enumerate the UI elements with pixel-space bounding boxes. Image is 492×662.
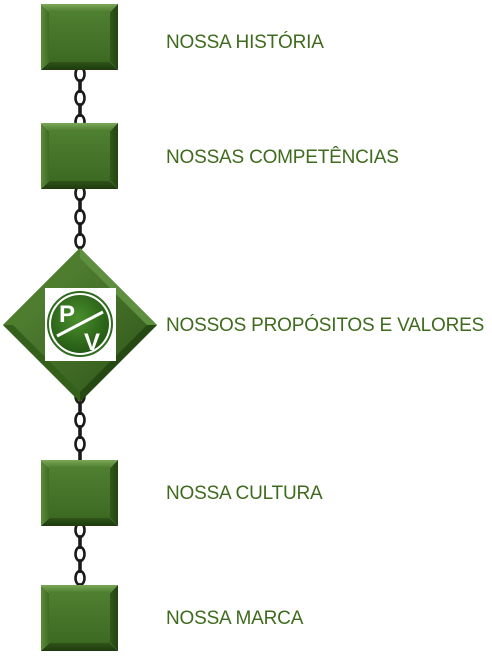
chain-link — [74, 208, 86, 226]
chain-link — [74, 411, 86, 429]
pv-logo-letter-p: P — [59, 301, 75, 328]
chain-link — [74, 435, 86, 453]
chain-link — [78, 535, 82, 549]
chain-link — [74, 545, 86, 563]
step-node-competencies — [41, 123, 118, 189]
step-label-brand: NOSSA MARCA — [166, 608, 304, 629]
chain-links — [74, 65, 86, 597]
chain-link — [78, 103, 82, 117]
step-label-history: NOSSA HISTÓRIA — [166, 32, 324, 53]
step-node-purposes-values: P V — [3, 248, 157, 402]
step-label-purposes-values: NOSSOS PROPÓSITOS E VALORES — [166, 315, 485, 336]
chain-link — [74, 569, 86, 587]
chain-link — [78, 222, 82, 236]
chain-link — [78, 425, 82, 439]
chain-link — [74, 89, 86, 107]
pv-logo-letter-v: V — [84, 329, 100, 356]
chain-link — [78, 559, 82, 573]
step-node-history — [41, 4, 118, 70]
step-node-culture — [41, 460, 118, 526]
chain-link — [78, 401, 82, 415]
pv-logo: P V — [45, 288, 116, 361]
chain-link — [78, 198, 82, 212]
chain-link — [78, 79, 82, 93]
chain-link — [74, 232, 86, 250]
step-label-competencies: NOSSAS COMPETÊNCIAS — [166, 147, 399, 168]
step-label-culture: NOSSA CULTURA — [166, 483, 323, 504]
step-node-brand — [41, 585, 118, 651]
chain-link — [78, 449, 82, 463]
